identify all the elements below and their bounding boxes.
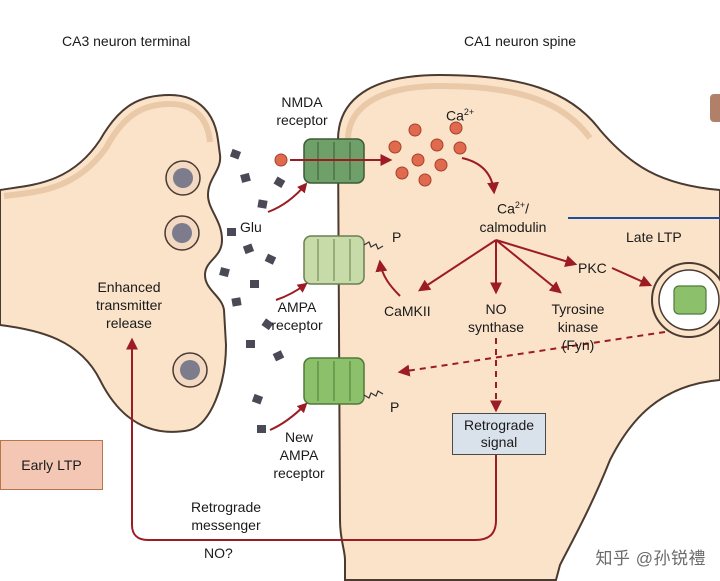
edge-marker [710, 94, 720, 122]
arrow-glu-nmda [267, 182, 308, 213]
arrow-to-camkii [417, 239, 497, 292]
early-ltp-box: Early LTP [0, 440, 103, 490]
calmodulin-label: Ca2+/ calmodulin [479, 200, 547, 235]
arrow-glu-ampa [275, 282, 308, 301]
glutamate-molecules [219, 148, 286, 433]
retrograde-signal-l1: Retrograde [463, 417, 535, 433]
vesicle [164, 215, 200, 251]
camkii-label: CaMKII [384, 303, 431, 319]
watermark: 知乎 @孙锐禮 [595, 549, 706, 568]
arrow-camkii-to-ampa [375, 259, 401, 297]
retrograde-signal-box: Retrograde signal [452, 413, 546, 455]
vesicle [172, 352, 208, 388]
retrograde-signal-l2: signal [480, 434, 518, 450]
retrograde-messenger-path [126, 337, 497, 541]
arrow-to-tyrosine-kinase [495, 239, 562, 294]
ampa-receptor [303, 235, 365, 285]
ca3-title: CA3 neuron terminal [62, 33, 191, 49]
arrow-to-pkc [495, 239, 578, 267]
arrow-pkc-to-vesicle [611, 267, 653, 287]
ca1-spine [336, 73, 720, 581]
vesicle [165, 160, 201, 196]
phospho-p-ampa: P [392, 229, 402, 245]
ca1-title: CA1 neuron spine [464, 33, 577, 49]
arrow-vesicle-to-new-ampa [397, 331, 666, 377]
new-ampa-receptor [303, 357, 365, 405]
ca-ion-label: Ca2+ [446, 107, 475, 124]
receptor-vesicle [651, 262, 720, 338]
early-ltp-label: Early LTP [21, 457, 82, 473]
glu-label: Glu [240, 219, 262, 235]
arrow-glu-new [269, 402, 308, 431]
arrow-ca-to-calmodulin [461, 157, 500, 195]
pkc-label: PKC [578, 260, 607, 276]
calcium-ions [274, 121, 467, 187]
phospho-p-new: P [390, 399, 400, 415]
no-question-label: NO? [204, 545, 233, 561]
phospho-squiggle-new [363, 390, 384, 399]
late-ltp-label: Late LTP [626, 229, 682, 245]
phospho-squiggle-ampa [363, 241, 384, 250]
